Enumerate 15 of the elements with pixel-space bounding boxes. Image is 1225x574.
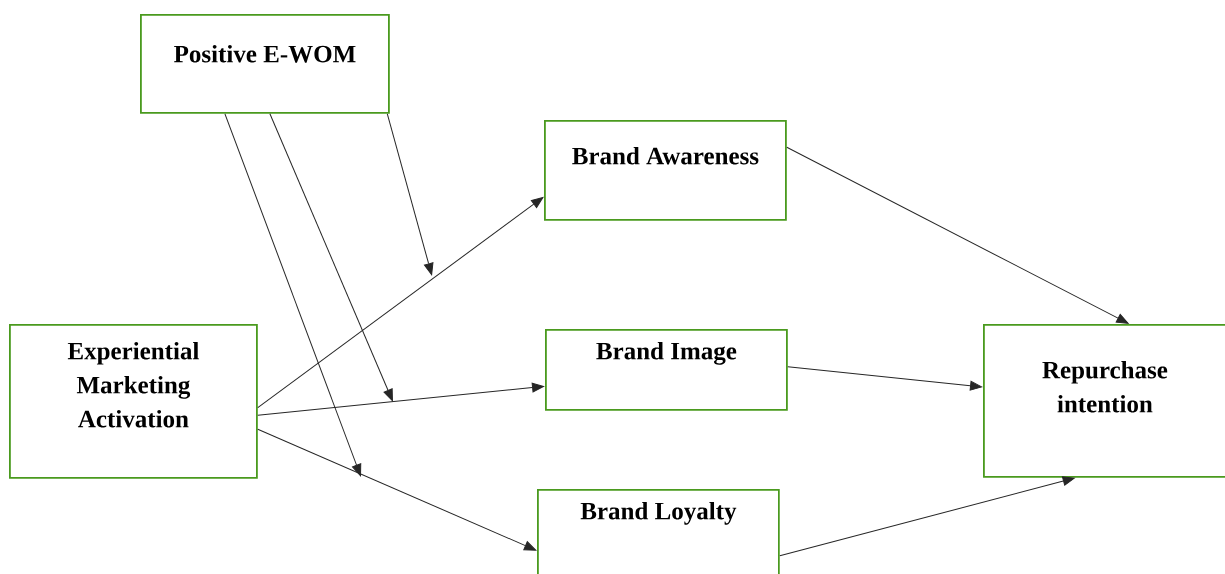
variable-box: Positive E-WOM [140,14,390,114]
arrow [786,146,1129,324]
variable-box: Experiential Marketing Activation [9,324,258,479]
arrow [257,196,544,409]
arrow [224,113,362,477]
arrow [386,113,434,276]
arrow [257,428,537,551]
arrow [787,366,983,391]
arrow [257,382,545,416]
variable-box: Brand Loyalty [537,489,780,574]
variable-box: Brand Image [545,329,788,411]
variable-box: Brand Awareness [544,120,787,221]
arrow [269,113,393,402]
arrow [779,476,1075,557]
variable-box: Repurchase intention [983,324,1225,478]
